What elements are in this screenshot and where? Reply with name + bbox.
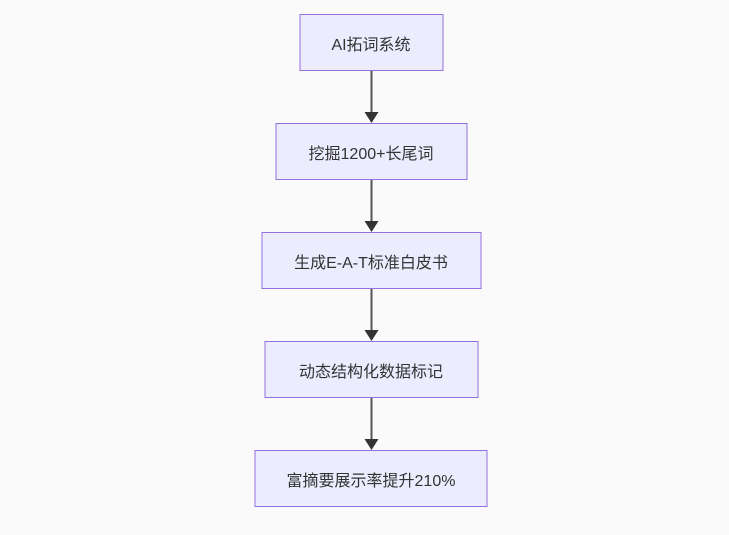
arrow-line — [370, 289, 372, 330]
flow-node-eat-whitepaper: 生成E-A-T标准白皮书 — [261, 232, 481, 289]
arrowhead-down-icon — [364, 221, 378, 232]
connector-arrow — [364, 180, 378, 232]
arrowhead-down-icon — [364, 330, 378, 341]
flow-node-label: AI拓词系统 — [331, 36, 411, 54]
arrowhead-down-icon — [364, 112, 378, 123]
flowchart: AI拓词系统 挖掘1200+长尾词 生成E-A-T标准白皮书 动态结构化数据标记 — [254, 14, 488, 507]
flow-node-label: 富摘要展示率提升210% — [286, 472, 456, 490]
flow-node-label: 动态结构化数据标记 — [298, 363, 443, 381]
flow-node-structured-data: 动态结构化数据标记 — [264, 341, 478, 398]
arrow-line — [370, 71, 372, 112]
flow-node-rich-snippet-result: 富摘要展示率提升210% — [254, 450, 488, 507]
connector-arrow — [364, 289, 378, 341]
arrow-line — [370, 398, 372, 439]
flow-node-longtail-mining: 挖掘1200+长尾词 — [275, 123, 467, 180]
flow-node-label: 挖掘1200+长尾词 — [308, 145, 434, 163]
arrow-line — [370, 180, 372, 221]
connector-arrow — [364, 398, 378, 450]
arrowhead-down-icon — [364, 439, 378, 450]
connector-arrow — [364, 71, 378, 123]
flow-node-label: 生成E-A-T标准白皮书 — [294, 254, 448, 272]
flow-node-ai-expansion: AI拓词系统 — [299, 14, 443, 71]
